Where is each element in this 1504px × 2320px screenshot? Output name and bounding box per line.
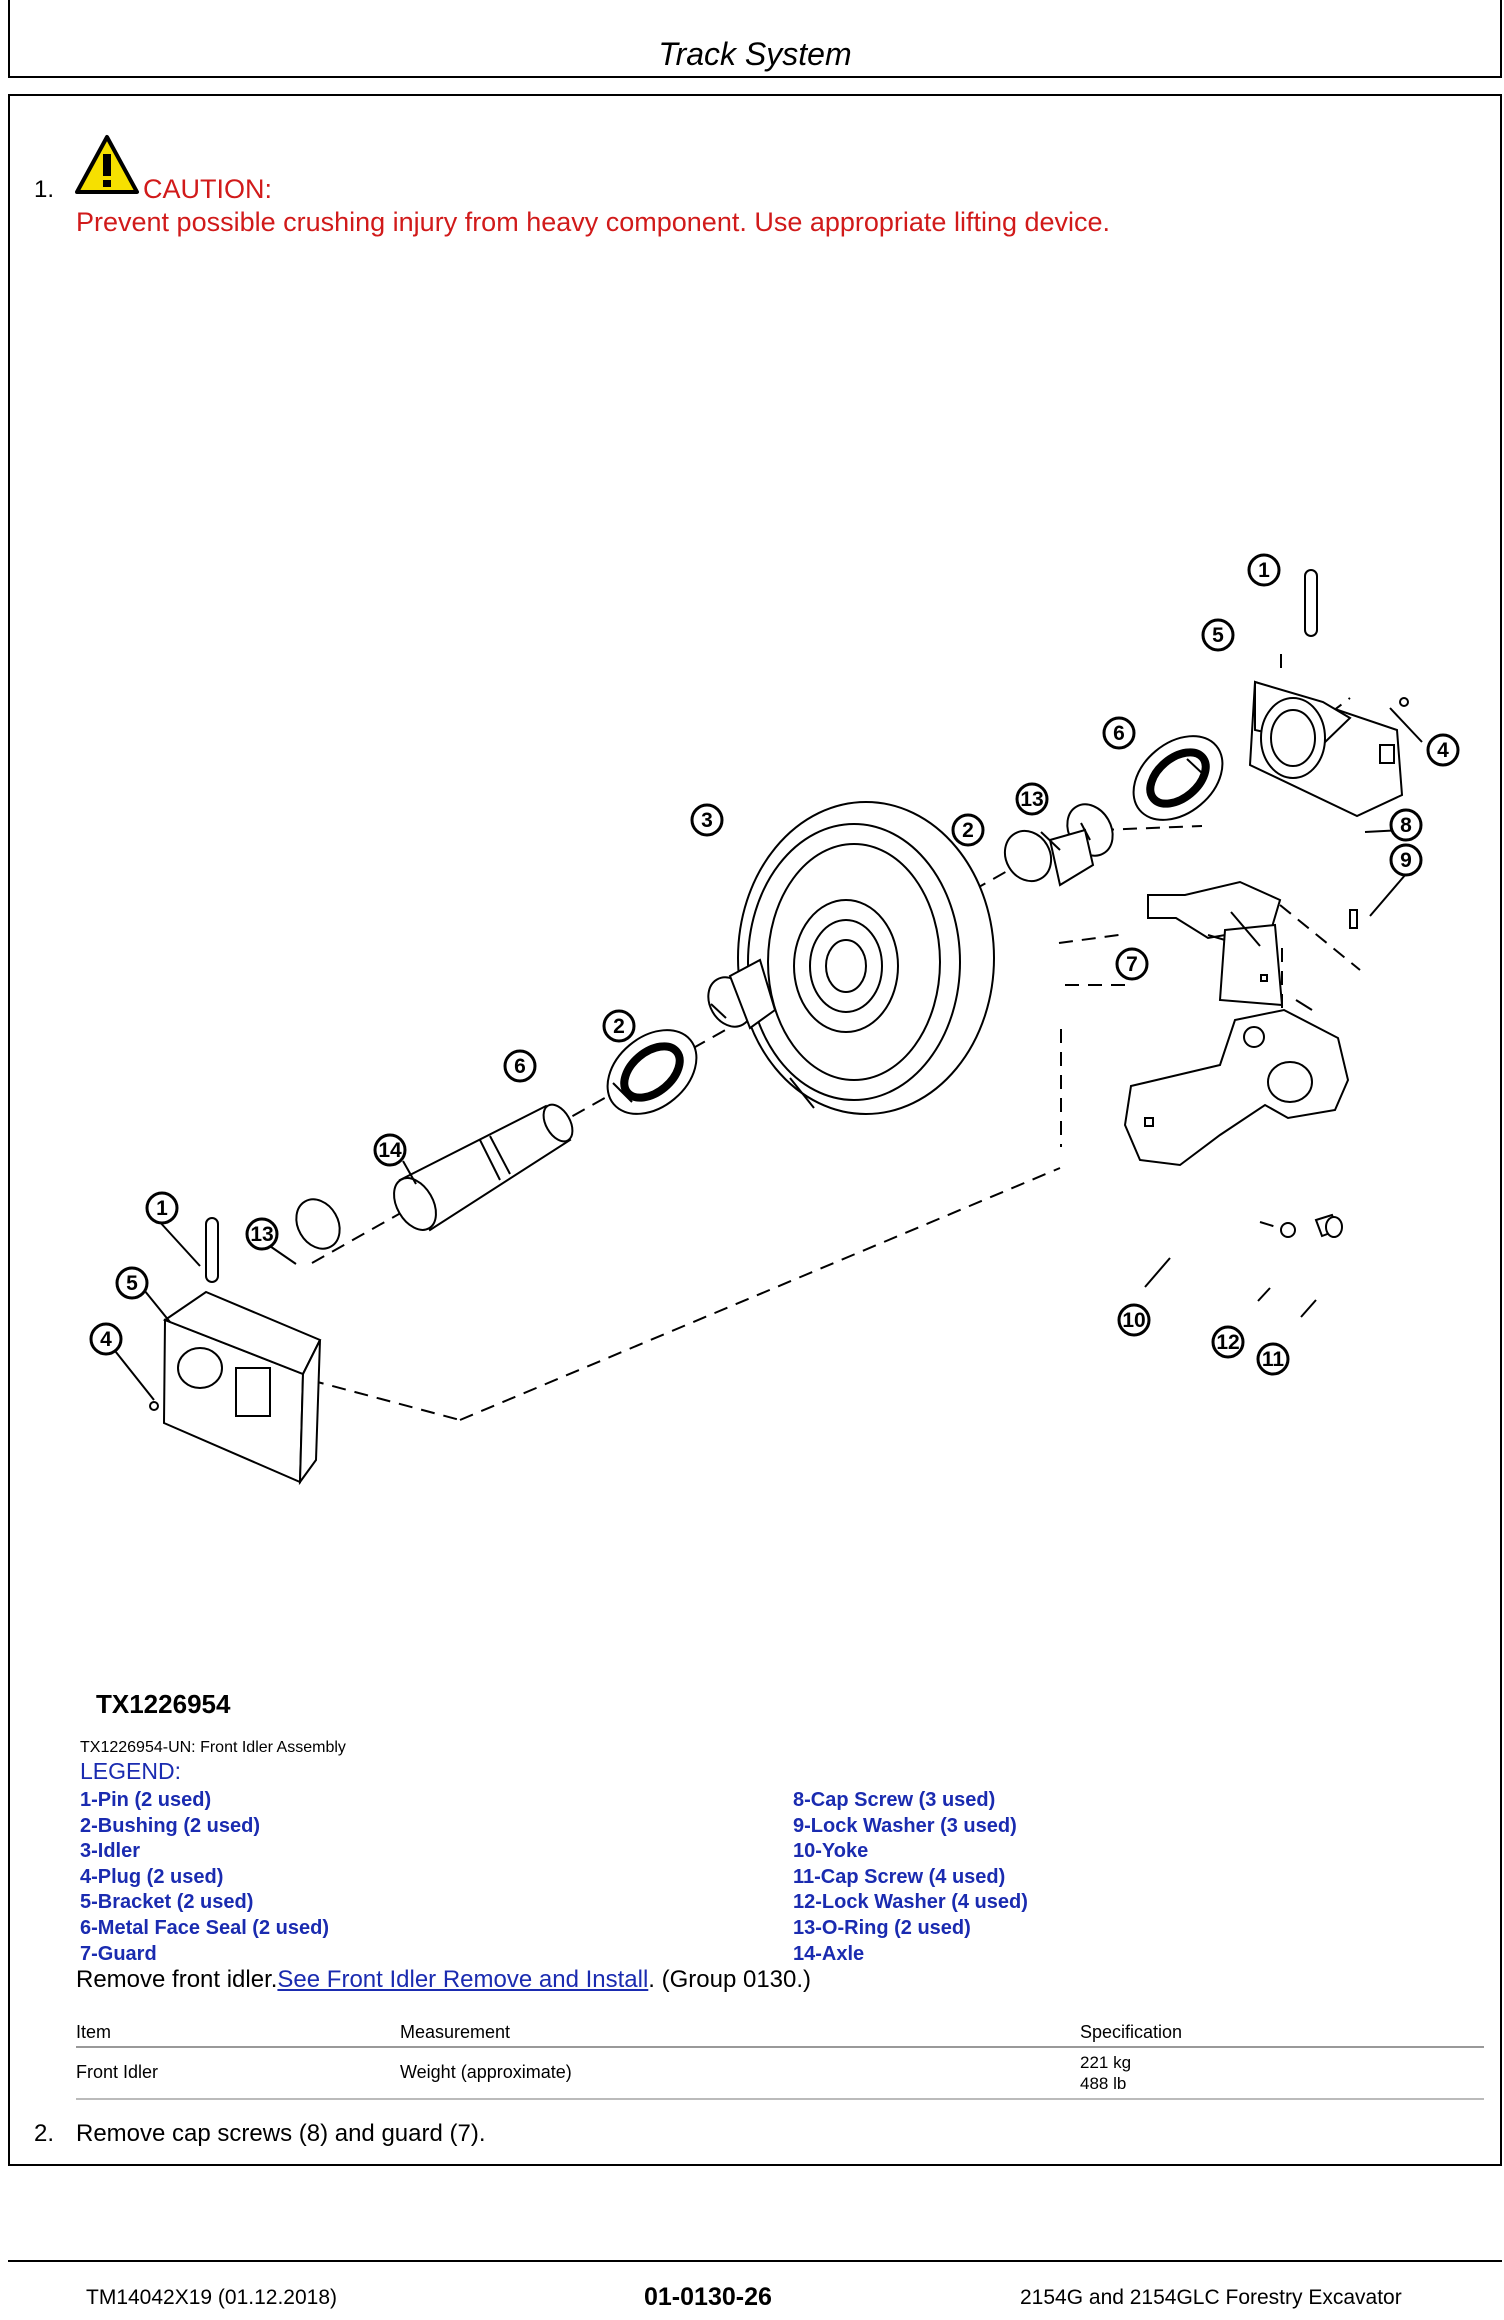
legend-item: 7-Guard: [80, 1942, 157, 1965]
callout-circle: [373, 1133, 407, 1167]
callout-circle: [1115, 947, 1149, 981]
callout-number: 12: [1216, 1331, 1239, 1354]
callout-number: 4: [100, 1328, 112, 1351]
callout-circle: [1256, 1342, 1290, 1376]
figure-caption: TX1226954-UN: Front Idler Assembly: [80, 1739, 346, 1756]
spec-table-header: Item Measurement Specification: [76, 2022, 1484, 2048]
legend-item: 13-O-Ring (2 used): [793, 1916, 971, 1939]
callout-number: 3: [701, 809, 713, 832]
callout-number: 2: [962, 819, 974, 842]
callout-circle: [1389, 808, 1423, 842]
callout-number: 5: [1212, 624, 1224, 647]
page-header: Track System: [8, 0, 1502, 78]
callout-number: 4: [1437, 739, 1449, 762]
legend-item: 3-Idler: [80, 1840, 141, 1863]
legend-left-column: 1-Pin (2 used) 2-Bushing (2 used) 3-Idle…: [80, 1788, 329, 1967]
legend-title: LEGEND:: [80, 1758, 181, 1784]
spec-header-item: Item: [76, 2022, 112, 2042]
spec-value: 221 kg 488 lb: [1080, 2052, 1131, 2094]
callout-circle: [245, 1217, 279, 1251]
callout-number: 11: [1262, 1348, 1285, 1371]
legend-item: 5-Bracket (2 used): [80, 1891, 254, 1914]
remove-suffix: . (Group 0130.): [648, 1966, 812, 1993]
spec-value-metric: 221 kg: [1080, 2053, 1132, 2072]
legend-right-column: 8-Cap Screw (3 used) 9-Lock Washer (3 us…: [793, 1788, 1028, 1967]
caution-text: Prevent possible crushing injury from he…: [76, 207, 1111, 237]
caution-label: CAUTION:: [143, 174, 273, 204]
legend-item: 4-Plug (2 used): [80, 1865, 224, 1888]
callout-circle: [503, 1049, 537, 1083]
specification-table: Item Measurement Specification Front Idl…: [76, 2022, 1484, 2100]
step-1-number: 1.: [34, 176, 55, 203]
callout-circle: [602, 1009, 636, 1043]
figure-id: TX1226954: [96, 1689, 231, 1719]
callout-number: 13: [250, 1223, 273, 1246]
callout-number: 2: [613, 1015, 625, 1038]
callout-circle: [89, 1322, 123, 1356]
spec-header-specification: Specification: [1080, 2022, 1183, 2042]
callout-number: 6: [514, 1055, 526, 1078]
callout-circle: [145, 1191, 179, 1225]
front-idler-exploded-illustration: 1 5 4 6 13 3 2 8 9 7 2 6 14 1 13 5 4 10 …: [89, 553, 1460, 1486]
callout-circle: [1015, 782, 1049, 816]
spec-item: Front Idler: [76, 2062, 159, 2082]
footer-page-number: 01-0130-26: [644, 2283, 772, 2311]
step-2-text: Remove cap screws (8) and guard (7).: [76, 2120, 486, 2147]
remove-instruction: Remove front idler.See Front Idler Remov…: [76, 1966, 811, 1994]
step-2-number: 2.: [34, 2120, 55, 2147]
callout-circle: [115, 1266, 149, 1300]
callout-circle: [690, 803, 724, 837]
callout-number: 1: [1258, 559, 1270, 582]
callout-circle: [1389, 843, 1423, 877]
spec-header-measurement: Measurement: [400, 2022, 511, 2042]
legend-item: 6-Metal Face Seal (2 used): [80, 1916, 329, 1939]
callout-circle: [1426, 733, 1460, 767]
footer-manual-id: TM14042X19 (01.12.2018): [86, 2286, 338, 2309]
legend-item: 8-Cap Screw (3 used): [793, 1789, 996, 1811]
legend-item: 14-Axle: [793, 1942, 865, 1965]
table-row: Front Idler Weight (approximate) 221 kg …: [76, 2048, 1484, 2100]
callout-number: 8: [1400, 814, 1412, 837]
warning-triangle-icon: [75, 135, 139, 194]
legend-item: 9-Lock Washer (3 used): [793, 1814, 1017, 1837]
callout-number: 1: [156, 1197, 168, 1220]
legend-item: 11-Cap Screw (4 used): [793, 1865, 1006, 1888]
legend-item: 10-Yoke: [793, 1840, 869, 1863]
remove-text: Remove front idler.: [76, 1966, 278, 1993]
callout-number: 6: [1113, 722, 1125, 745]
legend-item: 2-Bushing (2 used): [80, 1814, 261, 1837]
callout-circle: [1247, 553, 1281, 587]
callout-number: 9: [1400, 849, 1412, 872]
spec-value-imperial: 488 lb: [1080, 2074, 1127, 2093]
front-idler-link[interactable]: See Front Idler Remove and Install: [277, 1966, 649, 1993]
spec-measurement: Weight (approximate): [400, 2062, 572, 2082]
legend-item: 12-Lock Washer (4 used): [793, 1891, 1028, 1914]
footer-machine-model: 2154G and 2154GLC Forestry Excavator: [1020, 2286, 1402, 2309]
callout-number: 14: [378, 1139, 402, 1162]
callout-number: 7: [1126, 953, 1138, 976]
callout-circle: [1117, 1303, 1151, 1337]
callout-circle: [1102, 716, 1136, 750]
legend-item: 1-Pin (2 used): [80, 1789, 212, 1811]
callout-circle: [1201, 618, 1235, 652]
page-title: Track System: [658, 36, 852, 72]
callout-circle: [1211, 1325, 1245, 1359]
callout-circle: [951, 813, 985, 847]
callout-number: 13: [1020, 788, 1043, 811]
callout-number: 10: [1122, 1309, 1145, 1332]
content-frame: [8, 94, 1502, 2166]
footer-divider: [8, 2260, 1502, 2262]
callout-number: 5: [126, 1272, 138, 1295]
